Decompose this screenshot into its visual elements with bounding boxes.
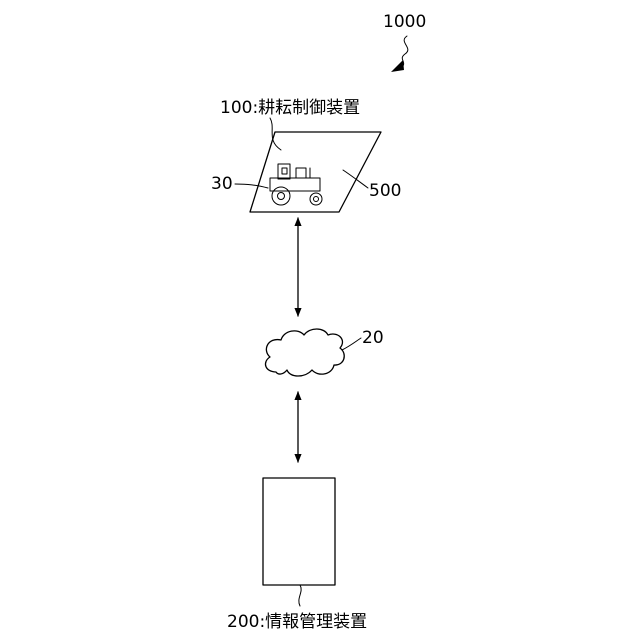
field-device-label: 100:耕耘制御装置 [220, 98, 360, 118]
network-leader [342, 338, 361, 350]
tractor-leader [235, 184, 268, 188]
field-label: 500 [369, 181, 401, 201]
network-label: 20 [362, 328, 384, 348]
field-area [250, 132, 381, 212]
field-leader [343, 170, 368, 188]
server-leader [299, 585, 301, 606]
server-label: 200:情報管理装置 [227, 612, 367, 632]
system-leader-arrowhead [391, 60, 404, 72]
field-device-leader [270, 118, 281, 150]
system-label: 1000 [383, 12, 426, 32]
tractor-icon [270, 164, 322, 205]
tractor-label: 30 [211, 174, 233, 194]
information-management-device [263, 478, 335, 585]
cloud-icon [265, 329, 344, 376]
